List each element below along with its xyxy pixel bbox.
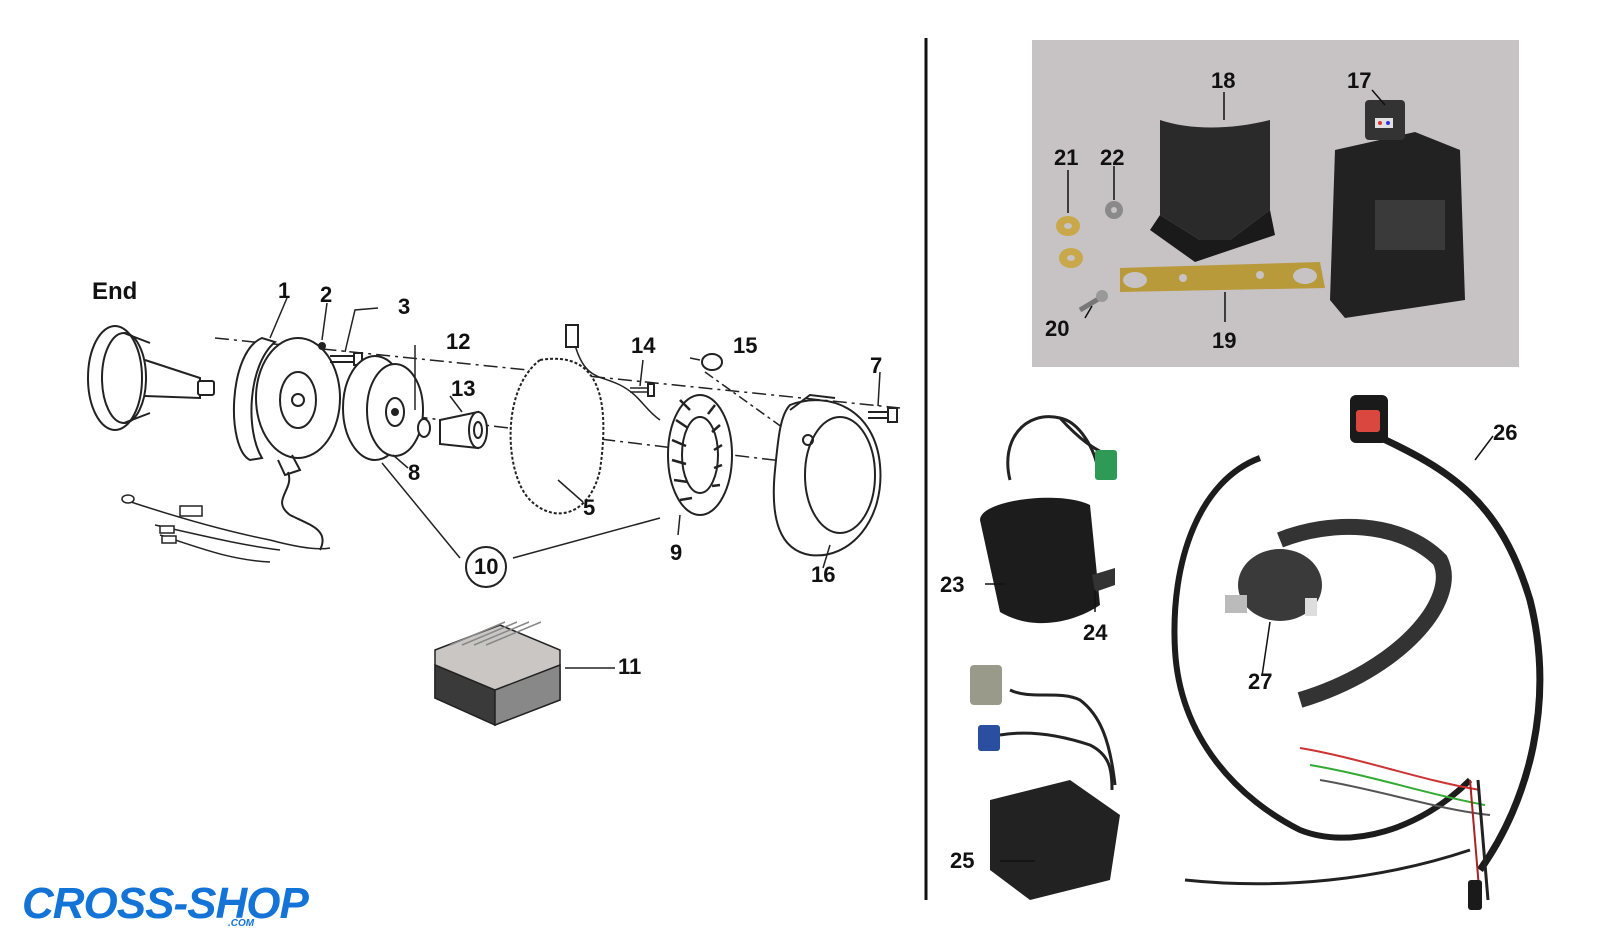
callout-3: 3 [398,294,411,319]
callout-20: 20 [1045,316,1070,341]
callout-2: 2 [320,282,333,307]
bolt-3-drawing [330,355,355,363]
callout-9: 9 [670,540,683,565]
callout-22: 22 [1100,145,1125,170]
callout-23: 23 [940,572,965,597]
callout-17: 17 [1347,68,1372,93]
brand-logo: CROSS-SHOP [22,879,309,928]
callout-13: 13 [451,376,476,401]
callout-7: 7 [870,353,883,378]
stator-coil-drawing [667,394,733,516]
callout-27: 27 [1248,669,1273,694]
leader-lines-left [269,297,881,669]
callout-15: 15 [733,333,758,358]
stator-housing-drawing [232,336,341,551]
callout-5: 5 [583,495,596,520]
leader-lines-bottom [985,435,1494,862]
callout-19: 19 [1212,328,1237,353]
crank-end-drawing [87,325,215,431]
cover-drawing [772,393,882,557]
photo-panel-parts [1056,100,1465,318]
rotor-drawing [342,355,424,461]
callout-25: 25 [950,848,975,873]
exploded-view [87,324,901,727]
callout-ring-10 [465,546,507,588]
callout-1: 1 [278,278,291,303]
leader-lines-photo [1067,89,1386,322]
washer-drawing [417,418,431,438]
callout-8: 8 [408,460,421,485]
callout-21: 21 [1054,145,1079,170]
gasket-drawing [509,357,605,515]
callout-26: 26 [1493,420,1518,445]
callout-12: 12 [446,329,471,354]
callout-16: 16 [811,562,836,587]
callout-14: 14 [631,333,656,358]
stator-wires-drawing [121,494,331,563]
callout-18: 18 [1211,68,1236,93]
callout-10: 10 [474,554,499,579]
nut-drawing [439,410,488,450]
photo-parts-bottom [970,395,1544,910]
end-label: End [92,278,138,305]
brand-logo-suffix: .COM [228,918,255,929]
callout-11: 11 [618,654,642,679]
callout-24: 24 [1083,620,1108,645]
regulator-11-drawing [434,621,561,727]
